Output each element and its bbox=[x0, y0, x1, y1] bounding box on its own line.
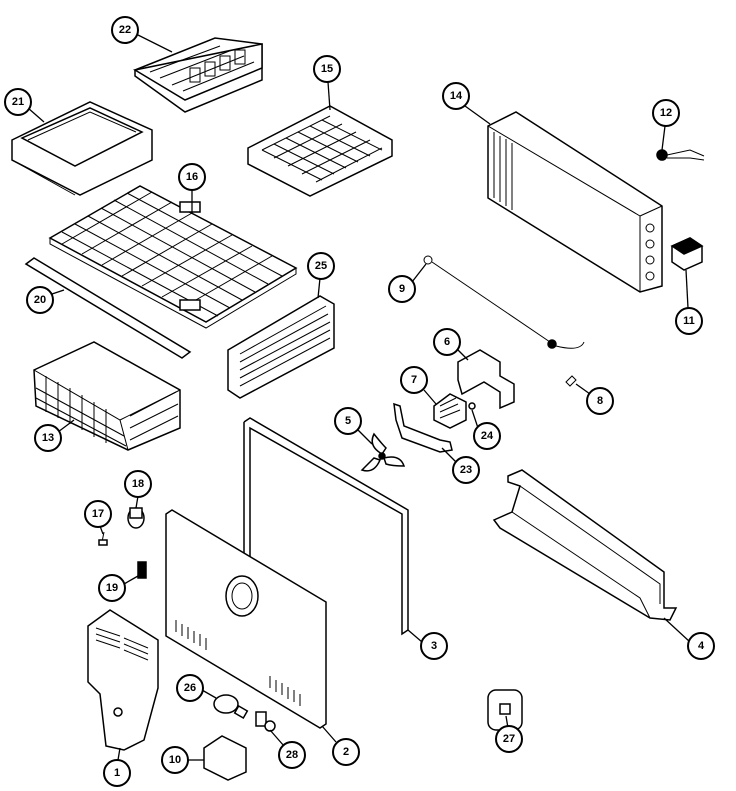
svg-text:15: 15 bbox=[321, 63, 333, 75]
part-heater-wire-9 bbox=[423, 255, 585, 349]
svg-text:12: 12 bbox=[660, 107, 672, 119]
callout-27: 27 bbox=[495, 725, 523, 753]
callout-3: 3 bbox=[420, 632, 448, 660]
callout-20: 20 bbox=[26, 286, 54, 314]
part-screw-17 bbox=[98, 531, 108, 546]
part-evaporator-14 bbox=[487, 111, 663, 293]
callout-11: 11 bbox=[675, 307, 703, 335]
part-ice-tray-22 bbox=[132, 37, 263, 113]
svg-text:14: 14 bbox=[450, 90, 463, 102]
part-terminator-11 bbox=[670, 237, 704, 271]
part-clip-8 bbox=[565, 375, 577, 387]
svg-text:27: 27 bbox=[503, 733, 515, 745]
svg-text:8: 8 bbox=[597, 395, 603, 407]
svg-text:11: 11 bbox=[683, 315, 695, 327]
part-wire-shelf-16 bbox=[48, 185, 298, 329]
callout-7: 7 bbox=[400, 366, 428, 394]
part-shelf-rail-20 bbox=[24, 257, 192, 359]
callout-10: 10 bbox=[161, 746, 189, 774]
svg-text:21: 21 bbox=[12, 96, 24, 108]
part-ice-cube-tray-15 bbox=[247, 105, 393, 197]
svg-text:26: 26 bbox=[184, 682, 196, 694]
svg-text:17: 17 bbox=[92, 508, 104, 520]
svg-text:10: 10 bbox=[169, 754, 181, 766]
part-rear-panel-2 bbox=[165, 509, 327, 729]
part-wire-basket-13 bbox=[33, 341, 181, 451]
callout-16: 16 bbox=[178, 163, 206, 191]
callout-17: 17 bbox=[84, 500, 112, 528]
part-socket-28 bbox=[255, 711, 276, 732]
part-nameplate-27 bbox=[487, 689, 523, 731]
callout-21: 21 bbox=[4, 88, 32, 116]
svg-text:7: 7 bbox=[411, 374, 417, 386]
svg-text:19: 19 bbox=[106, 582, 118, 594]
part-motor-bracket-23 bbox=[393, 402, 453, 453]
callout-2: 2 bbox=[332, 738, 360, 766]
callout-23: 23 bbox=[452, 456, 480, 484]
callout-14: 14 bbox=[442, 82, 470, 110]
part-knob-18 bbox=[127, 507, 145, 529]
callout-13: 13 bbox=[34, 424, 62, 452]
callout-18: 18 bbox=[124, 470, 152, 498]
part-light-shield-10 bbox=[203, 735, 247, 781]
callout-6: 6 bbox=[433, 328, 461, 356]
svg-text:5: 5 bbox=[345, 415, 351, 427]
svg-text:28: 28 bbox=[286, 749, 298, 761]
svg-text:1: 1 bbox=[114, 767, 120, 779]
callout-28: 28 bbox=[278, 741, 306, 769]
callout-25: 25 bbox=[307, 252, 335, 280]
svg-text:13: 13 bbox=[42, 432, 54, 444]
svg-text:3: 3 bbox=[431, 640, 437, 652]
part-screw-24 bbox=[468, 402, 476, 410]
part-control-housing-1 bbox=[87, 609, 159, 751]
svg-text:23: 23 bbox=[460, 464, 472, 476]
callout-12: 12 bbox=[652, 99, 680, 127]
svg-text:22: 22 bbox=[119, 24, 131, 36]
svg-text:18: 18 bbox=[132, 478, 144, 490]
part-bracket-19 bbox=[137, 561, 147, 579]
callout-8: 8 bbox=[586, 387, 614, 415]
part-fan-blade-5 bbox=[360, 432, 406, 472]
svg-text:9: 9 bbox=[399, 283, 405, 295]
part-thermostat-12 bbox=[656, 149, 705, 161]
part-ice-bin-21 bbox=[11, 101, 153, 196]
callout-15: 15 bbox=[313, 55, 341, 83]
callout-22: 22 bbox=[111, 16, 139, 44]
callout-19: 19 bbox=[98, 574, 126, 602]
callout-5: 5 bbox=[334, 407, 362, 435]
callout-1: 1 bbox=[103, 759, 131, 787]
svg-text:4: 4 bbox=[698, 640, 705, 652]
part-bracket-6 bbox=[457, 349, 515, 410]
svg-text:25: 25 bbox=[315, 260, 327, 272]
callout-24: 24 bbox=[473, 422, 501, 450]
callout-9: 9 bbox=[388, 275, 416, 303]
svg-text:16: 16 bbox=[186, 171, 198, 183]
callout-4: 4 bbox=[687, 632, 715, 660]
svg-text:6: 6 bbox=[444, 336, 450, 348]
svg-text:2: 2 bbox=[343, 746, 349, 758]
part-light-bulb-26 bbox=[213, 694, 249, 719]
part-drain-trough-4 bbox=[492, 469, 678, 621]
callout-26: 26 bbox=[176, 674, 204, 702]
svg-text:24: 24 bbox=[481, 430, 494, 442]
part-duct-cover-25 bbox=[227, 295, 335, 399]
part-fan-motor-7 bbox=[433, 393, 467, 429]
svg-text:20: 20 bbox=[34, 294, 46, 306]
